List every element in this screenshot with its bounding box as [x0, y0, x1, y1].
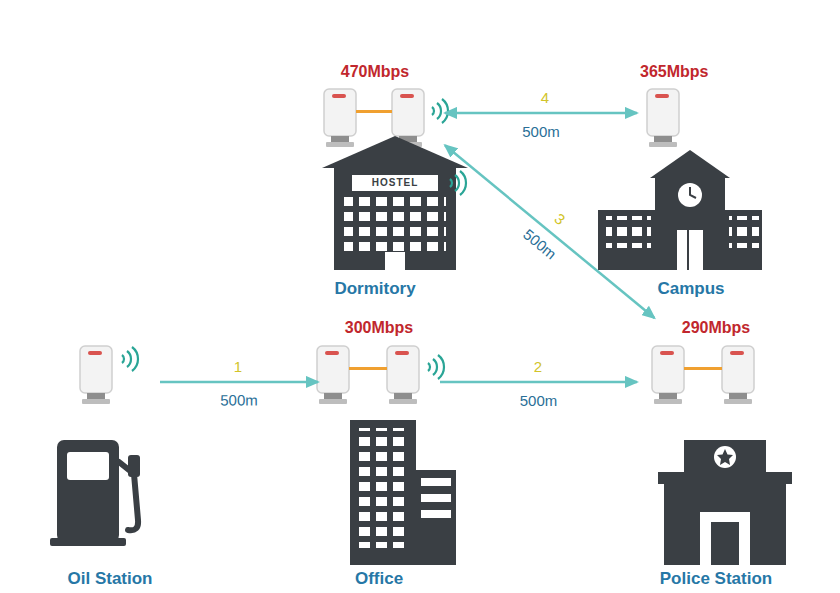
radio-device: [647, 89, 679, 147]
building-sign: HOSTEL: [372, 177, 419, 189]
radio-device: [80, 346, 112, 404]
radio-device: [317, 346, 349, 404]
site-name: Office: [355, 568, 403, 590]
link-arrow: [440, 381, 637, 384]
throughput-label: 300Mbps: [345, 318, 413, 338]
hostel-building: [322, 136, 468, 270]
callout-number: 3: [550, 209, 570, 230]
office-building: [350, 420, 456, 565]
callout-number: 1: [232, 358, 244, 375]
site-node: 300MbpsOffice: [318, 318, 440, 590]
site-name: Dormitory: [334, 278, 415, 300]
site-node: 365MbpsCampus: [637, 62, 745, 300]
cable: [349, 367, 387, 370]
site-name: Police Station: [660, 568, 772, 590]
fuel-pump: [50, 440, 140, 546]
link-arrow: [445, 112, 637, 115]
throughput-label: 365Mbps: [637, 62, 708, 82]
wifi-signal: [428, 355, 444, 379]
link-arrow: [160, 381, 318, 384]
callout-number: 4: [539, 89, 551, 106]
distance-label: 500m: [217, 391, 261, 408]
campus-building: [598, 150, 762, 270]
wifi-signal: [122, 347, 138, 371]
distance-label: 500m: [517, 391, 561, 408]
radio-device: [722, 346, 754, 404]
site-name: Oil Station: [68, 568, 153, 590]
cable: [356, 110, 392, 113]
wifi-signal: [450, 171, 466, 195]
throughput-label: 290Mbps: [682, 318, 750, 338]
throughput-label: 470Mbps: [341, 62, 409, 82]
site-node: Oil Station: [60, 330, 160, 590]
site-name: Campus: [657, 278, 724, 300]
radio-device: [652, 346, 684, 404]
police-building: [658, 440, 792, 565]
wifi-signal: [432, 99, 448, 123]
radio-device: [387, 346, 419, 404]
site-node: 290MbpsPolice Station: [637, 318, 795, 590]
distance-label: 500m: [519, 122, 563, 139]
distance-label: 500m: [517, 224, 561, 265]
callout-number: 2: [532, 358, 544, 375]
cable: [684, 367, 722, 370]
link-arrow: [445, 145, 654, 318]
radio-device: [324, 89, 356, 147]
